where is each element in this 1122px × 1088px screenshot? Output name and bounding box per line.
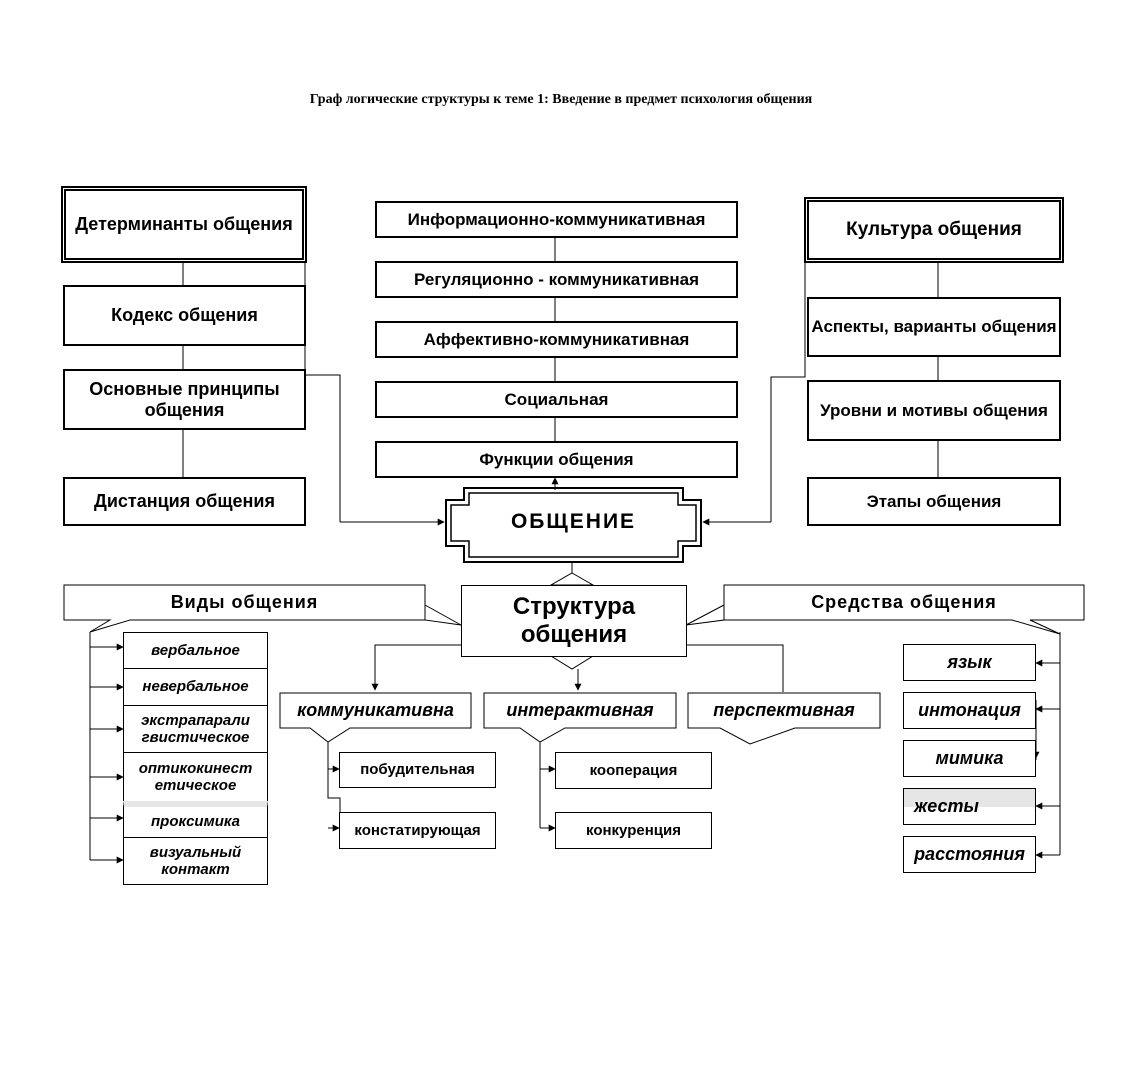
box-determinanty: Детерминанты общения — [61, 186, 307, 263]
box-konkurenciya: конкуренция — [555, 812, 712, 849]
box-konstatiruyushchaya: констатирующая — [339, 812, 496, 849]
box-regul-komm: Регуляционно - коммуникативная — [375, 261, 738, 298]
box-principy: Основные принципы общения — [63, 369, 306, 430]
sredstva-header: Средства общения — [811, 592, 997, 612]
box-kodeks: Кодекс общения — [63, 285, 306, 346]
branch-kommunikativnaya: коммуникативна — [297, 700, 454, 720]
sredstva-item: жесты — [903, 788, 1036, 825]
vidy-item: невербальное — [123, 668, 268, 706]
box-info-komm: Информационно-коммуникативная — [375, 201, 738, 238]
box-affekt-komm: Аффективно-коммуникативная — [375, 321, 738, 358]
vidy-item: оптикокинест етическое — [123, 752, 268, 802]
sredstva-item: язык — [903, 644, 1036, 681]
box-funkcii: Функции общения — [375, 441, 738, 478]
branch-interaktivnaya: интерактивная — [506, 700, 654, 720]
box-socialnaya: Социальная — [375, 381, 738, 418]
box-struktura: Структура общения — [461, 585, 687, 657]
box-kooperaciya: кооперация — [555, 752, 712, 789]
box-pobuditelnaya: побудительная — [339, 752, 496, 788]
box-aspekty: Аспекты, варианты общения — [807, 297, 1061, 357]
vidy-item: экстрапарали гвистическое — [123, 705, 268, 753]
sredstva-item: интонация — [903, 692, 1036, 729]
vidy-item: визуальный контакт — [123, 837, 268, 885]
box-distanciya: Дистанция общения — [63, 477, 306, 526]
vidy-header: Виды общения — [170, 592, 319, 612]
page-title: Граф логические структуры к теме 1: Введ… — [309, 92, 813, 107]
vidy-item: вербальное — [123, 632, 268, 669]
center-label: ОБЩЕНИЕ — [510, 510, 637, 533]
vidy-item: проксимика — [123, 801, 268, 838]
sredstva-item: мимика — [903, 740, 1036, 777]
sredstva-item: расстояния — [903, 836, 1036, 873]
box-etapy: Этапы общения — [807, 477, 1061, 526]
box-urovni: Уровни и мотивы общения — [807, 380, 1061, 441]
branch-perspektivnaya: перспективная — [713, 700, 855, 720]
box-kultura: Культура общения — [804, 197, 1064, 263]
